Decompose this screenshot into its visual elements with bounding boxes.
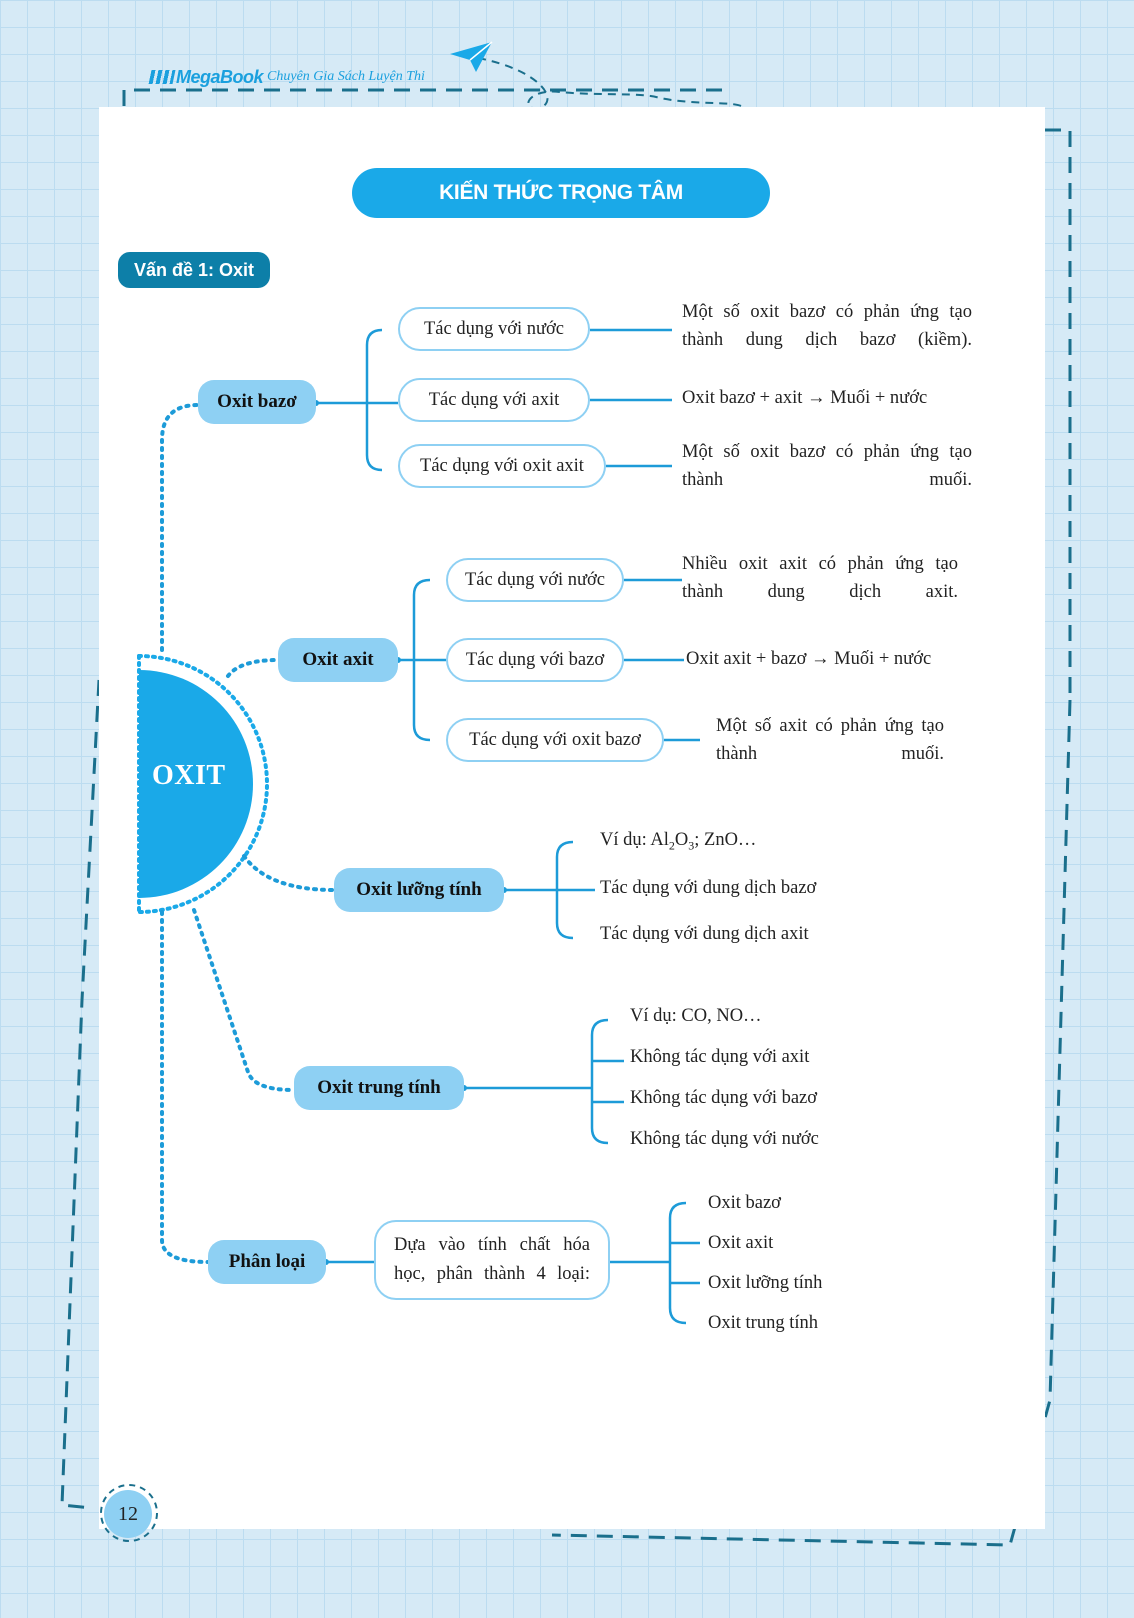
node-oxit-axit: Oxit axit <box>278 638 398 682</box>
branch-bazo-oxit-axit: Tác dụng với oxit axit <box>398 444 606 488</box>
branch-bazo-nuoc: Tác dụng với nước <box>398 307 590 351</box>
page-title: KIẾN THỨC TRỌNG TÂM <box>352 168 770 218</box>
branch-axit-nuoc: Tác dụng với nước <box>446 558 624 602</box>
leaf-trung-tinh-bazo: Không tác dụng với bazơ <box>630 1088 818 1108</box>
page-number-ring <box>100 1484 158 1542</box>
leaf-phan-loai-axit: Oxit axit <box>708 1233 774 1253</box>
note-bazo-oxit-axit: Một số oxit bazơ có phản ứng tạo thành m… <box>682 442 972 490</box>
center-node-label: OXIT <box>152 760 226 791</box>
paper-plane-icon <box>450 41 493 72</box>
leaf-luong-tinh-example: Ví dụ: Al2O3; ZnO… <box>600 830 757 853</box>
brand-tagline: Chuyên Gia Sách Luyện Thi <box>267 69 425 84</box>
leaf-phan-loai-bazo: Oxit bazơ <box>708 1193 781 1213</box>
brand-logo: MegaBook <box>176 66 264 87</box>
branch-axit-bazo: Tác dụng với bazơ <box>446 638 624 682</box>
leaf-luong-tinh-bazo: Tác dụng với dung dịch bazơ <box>600 878 817 898</box>
brand-header: MegaBook Chuyên Gia Sách Luyện Thi <box>148 66 425 88</box>
node-oxit-trung-tinh: Oxit trung tính <box>294 1066 464 1110</box>
leaf-phan-loai-trung-tinh: Oxit trung tính <box>708 1313 818 1333</box>
page-number: 12 <box>104 1490 152 1538</box>
node-oxit-bazo: Oxit bazơ <box>198 380 316 424</box>
note-bazo-axit: Oxit bazơ + axit → Muối + nước <box>682 388 928 408</box>
leaf-trung-tinh-example: Ví dụ: CO, NO… <box>630 1006 762 1026</box>
leaf-trung-tinh-axit: Không tác dụng với axit <box>630 1047 810 1067</box>
note-axit-oxit-bazo: Một số axit có phản ứng tạo thành muối. <box>716 716 944 764</box>
node-phan-loai: Phân loại <box>208 1240 326 1284</box>
branch-bazo-axit: Tác dụng với axit <box>398 378 590 422</box>
phan-loai-description: Dựa vào tính chất hóa học, phân thành 4 … <box>394 1235 590 1284</box>
section-tag: Vấn đề 1: Oxit <box>118 252 271 288</box>
leaf-luong-tinh-axit: Tác dụng với dung dịch axit <box>600 924 809 944</box>
leaf-trung-tinh-nuoc: Không tác dụng với nước <box>630 1129 819 1149</box>
branch-axit-oxit-bazo: Tác dụng với oxit bazơ <box>446 718 664 762</box>
note-axit-bazo: Oxit axit + bazơ → Muối + nước <box>686 649 932 669</box>
note-axit-nuoc: Nhiều oxit axit có phản ứng tạo thành du… <box>682 554 958 602</box>
phan-loai-description-box: Dựa vào tính chất hóa học, phân thành 4 … <box>374 1220 610 1300</box>
leaf-phan-loai-luong-tinh: Oxit lưỡng tính <box>708 1273 823 1293</box>
node-oxit-luong-tinh: Oxit lưỡng tính <box>334 868 504 912</box>
note-bazo-nuoc: Một số oxit bazơ có phản ứng tạo thành d… <box>682 302 972 350</box>
